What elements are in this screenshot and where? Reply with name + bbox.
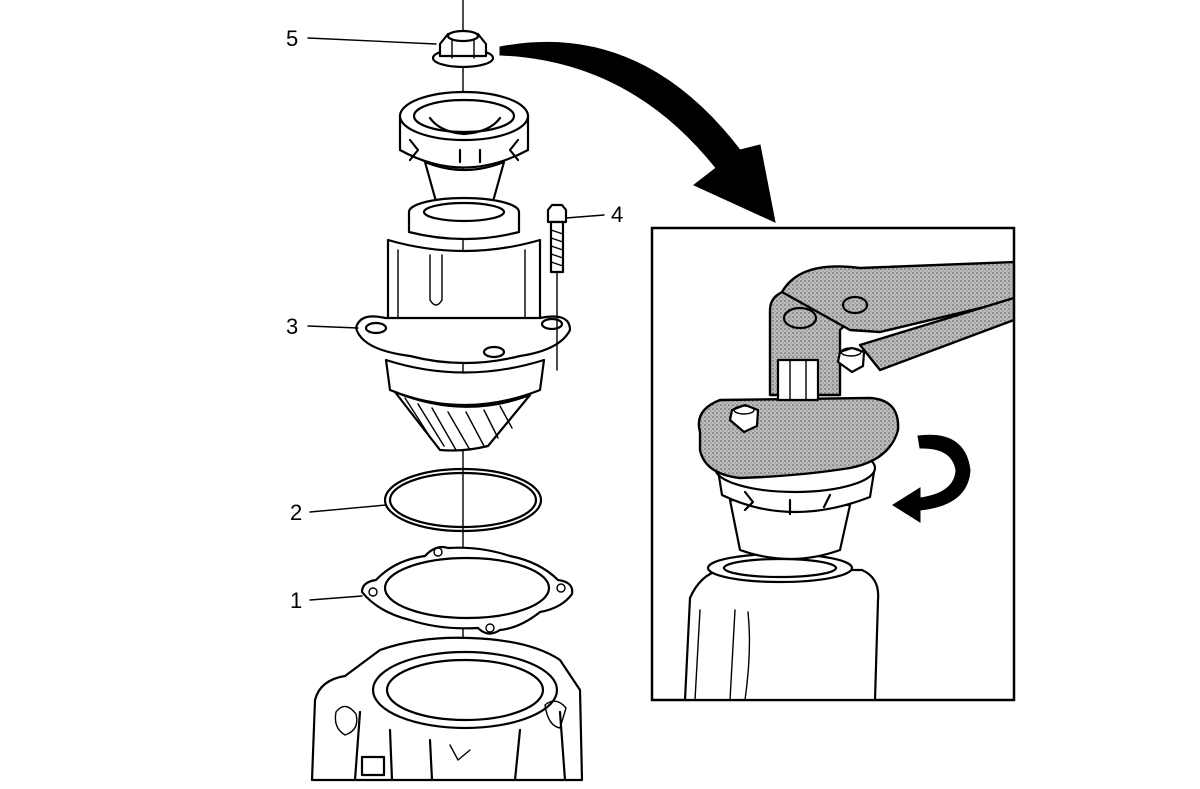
callout-3: 3 bbox=[286, 314, 298, 339]
pinion-housing-3 bbox=[354, 196, 572, 452]
callout-1: 1 bbox=[290, 588, 302, 613]
callout-5: 5 bbox=[286, 26, 298, 51]
callout-4: 4 bbox=[611, 202, 623, 227]
rotation-arrow bbox=[892, 434, 971, 523]
bolt-4 bbox=[546, 203, 568, 371]
pinion-flange bbox=[398, 90, 530, 213]
detail-inset bbox=[650, 226, 1016, 702]
o-ring-2 bbox=[383, 467, 543, 533]
detail-arrow bbox=[499, 41, 776, 223]
callout-2: 2 bbox=[290, 500, 302, 525]
carrier-housing bbox=[310, 636, 584, 782]
gasket-1 bbox=[360, 545, 574, 635]
flange-nut-5 bbox=[431, 29, 495, 69]
leader-lines bbox=[307, 37, 605, 601]
